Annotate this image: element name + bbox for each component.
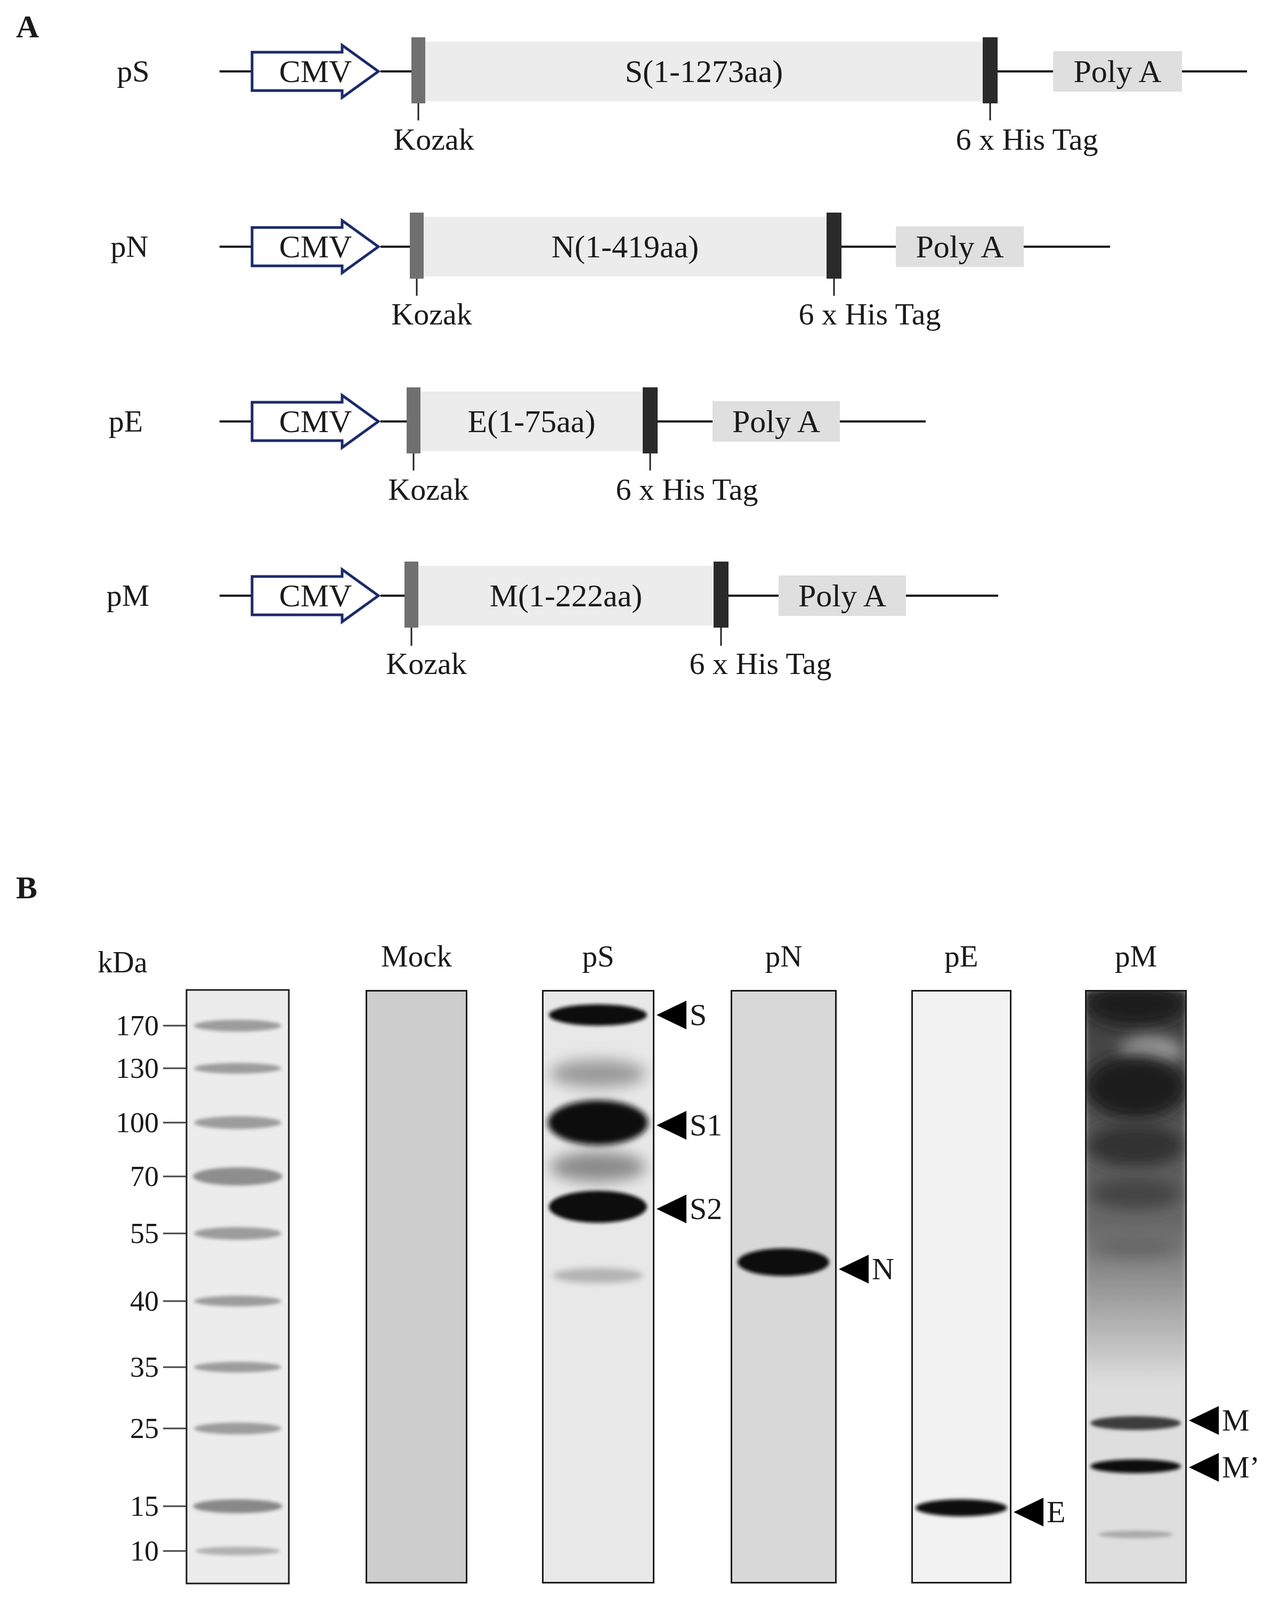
label: Kozak: [387, 474, 469, 506]
gene-box: S(1-1273aa): [425, 41, 983, 102]
blot-lane: [730, 990, 837, 1584]
label: pS: [116, 55, 150, 87]
label: 6 x His Tag: [615, 474, 758, 506]
node-label: M(1-222aa): [489, 579, 643, 612]
label: pN: [110, 231, 149, 263]
marker-size: 70: [130, 1162, 159, 1192]
lane-heading: pN: [710, 941, 857, 972]
polya-box: Poly A: [1053, 51, 1183, 92]
gene-box: N(1-419aa): [423, 216, 827, 277]
blot-lane: Mock: [365, 990, 468, 1584]
band-label: M’: [1221, 1452, 1260, 1484]
leader-line: [411, 103, 991, 646]
lane-heading: pS: [522, 941, 675, 972]
node-label: N(1-419aa): [551, 230, 700, 263]
panel-letter: B: [15, 871, 38, 904]
label: pM: [106, 580, 150, 612]
node-label: CMV: [279, 55, 353, 88]
marker-size: 25: [130, 1414, 159, 1444]
band-label: E: [1046, 1496, 1066, 1528]
his-tag-bar: [642, 37, 998, 628]
label: pE: [108, 406, 143, 437]
promoter-arrow-shape: [252, 220, 379, 273]
band-label: S2: [689, 1193, 723, 1225]
blot-lane: pN: [730, 990, 837, 1584]
marker-size: 55: [130, 1219, 159, 1249]
label: Kozak: [391, 298, 472, 330]
label: Kozak: [385, 648, 467, 680]
plasmid-backbone: [219, 71, 1248, 596]
node-label: Poly A: [732, 405, 821, 438]
blot-lane: pE: [911, 990, 1012, 1584]
promoter-arrow: CMV: [250, 219, 381, 275]
lane-heading: pM: [1065, 941, 1207, 972]
gene-box: E(1-75aa): [420, 391, 643, 452]
lane-heading: Mock: [345, 941, 488, 972]
band-pointer: [656, 1000, 1219, 1527]
promoter-arrow: CMV: [250, 43, 381, 100]
promoter-arrow-shape: [252, 569, 379, 622]
gene-box: M(1-222aa): [418, 565, 714, 626]
blot-lane: [911, 990, 1012, 1584]
blot-lane: [365, 990, 468, 1584]
marker-size: 35: [130, 1353, 159, 1382]
marker-size: 40: [130, 1286, 159, 1316]
label: kDa: [97, 947, 148, 978]
label: 6 x His Tag: [955, 124, 1098, 156]
node-label: Poly A: [915, 230, 1004, 263]
blot-lane: [1085, 983, 1187, 1584]
label: Kozak: [393, 124, 474, 156]
lane-heading: pE: [891, 941, 1032, 972]
node-label: CMV: [279, 230, 353, 263]
polya-box: Poly A: [895, 226, 1024, 267]
node-label: CMV: [279, 405, 353, 438]
promoter-arrow: CMV: [250, 568, 381, 624]
marker-tick: [163, 1025, 186, 1552]
polya-box: Poly A: [712, 401, 840, 442]
node-label: E(1-75aa): [467, 405, 596, 438]
band-label: N: [871, 1253, 895, 1285]
marker-size: 130: [115, 1054, 159, 1083]
blot-lane: [541, 990, 655, 1584]
node-label: Poly A: [798, 579, 887, 612]
marker-size: 100: [115, 1108, 159, 1138]
band-label: M: [1221, 1405, 1250, 1437]
marker-size: 15: [130, 1492, 159, 1521]
node-label: Poly A: [1073, 55, 1162, 88]
blot-lane: pM: [1085, 990, 1187, 1584]
promoter-arrow-shape: [252, 395, 379, 448]
node-label: S(1-1273aa): [625, 55, 784, 88]
node-label: CMV: [279, 579, 353, 612]
promoter-arrow: CMV: [250, 393, 381, 450]
band-label: S: [689, 999, 707, 1031]
band-label: S1: [689, 1110, 723, 1141]
blot-lane: pS: [541, 990, 655, 1584]
marker-lane: [186, 990, 289, 1584]
polya-box: Poly A: [778, 575, 906, 617]
marker-size: 10: [130, 1536, 159, 1566]
marker-size: 170: [115, 1011, 159, 1041]
label: 6 x His Tag: [798, 298, 941, 330]
promoter-arrow-shape: [252, 45, 379, 98]
panel-letter: A: [15, 10, 39, 43]
label: 6 x His Tag: [689, 648, 832, 680]
